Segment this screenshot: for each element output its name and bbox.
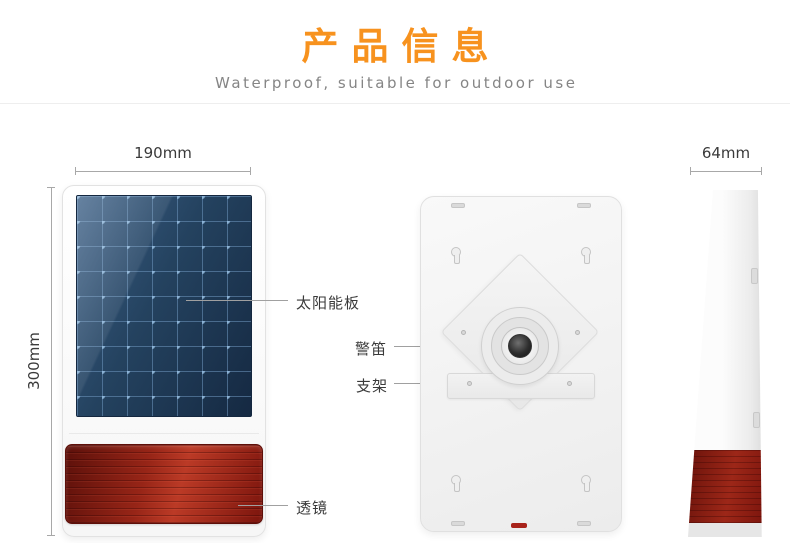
siren-horn — [508, 334, 532, 358]
front-height-dimension-label: 300mm — [25, 332, 44, 390]
bracket-label: 支架 — [356, 377, 389, 395]
solar-panel-callout-line — [186, 300, 288, 301]
front-width-dimension-line — [75, 167, 251, 175]
screw — [567, 381, 572, 386]
screw — [467, 381, 472, 386]
side-lens — [688, 450, 762, 523]
front-width-dimension-label: 190mm — [134, 144, 192, 162]
side-view — [688, 190, 762, 537]
back-view — [420, 196, 622, 532]
mount-clip — [451, 521, 465, 526]
mount-clip — [577, 203, 591, 208]
keyhole-slot — [581, 247, 591, 264]
page-title: 产品信息 — [301, 25, 502, 68]
side-width-dimension-line — [690, 167, 762, 175]
side-bracket-tab — [753, 412, 760, 428]
solar-panel-label: 太阳能板 — [296, 294, 361, 312]
front-height-dimension-line — [47, 187, 55, 536]
front-groove-line — [69, 433, 259, 434]
header-divider — [0, 103, 790, 104]
screw — [461, 330, 466, 335]
solar-panel — [76, 195, 252, 417]
page-subtitle: Waterproof, suitable for outdoor use — [215, 74, 578, 92]
solar-panel-sheen — [77, 196, 251, 416]
keyhole-slot — [451, 247, 461, 264]
lens-callout-line — [238, 505, 288, 506]
lens — [65, 444, 263, 524]
siren-ring — [491, 317, 549, 375]
keyhole-slot — [581, 475, 591, 492]
side-bottom-strip — [688, 523, 762, 537]
lens-bottom-sliver — [511, 523, 527, 528]
lens-label: 透镜 — [296, 499, 329, 517]
mount-clip — [577, 521, 591, 526]
side-bracket-tab — [751, 268, 758, 284]
keyhole-slot — [451, 475, 461, 492]
screw — [575, 330, 580, 335]
siren-label: 警笛 — [355, 340, 388, 358]
front-view — [62, 185, 266, 537]
side-width-dimension-label: 64mm — [701, 144, 751, 162]
front-height-dimension: 300mm — [22, 185, 46, 537]
mount-clip — [451, 203, 465, 208]
